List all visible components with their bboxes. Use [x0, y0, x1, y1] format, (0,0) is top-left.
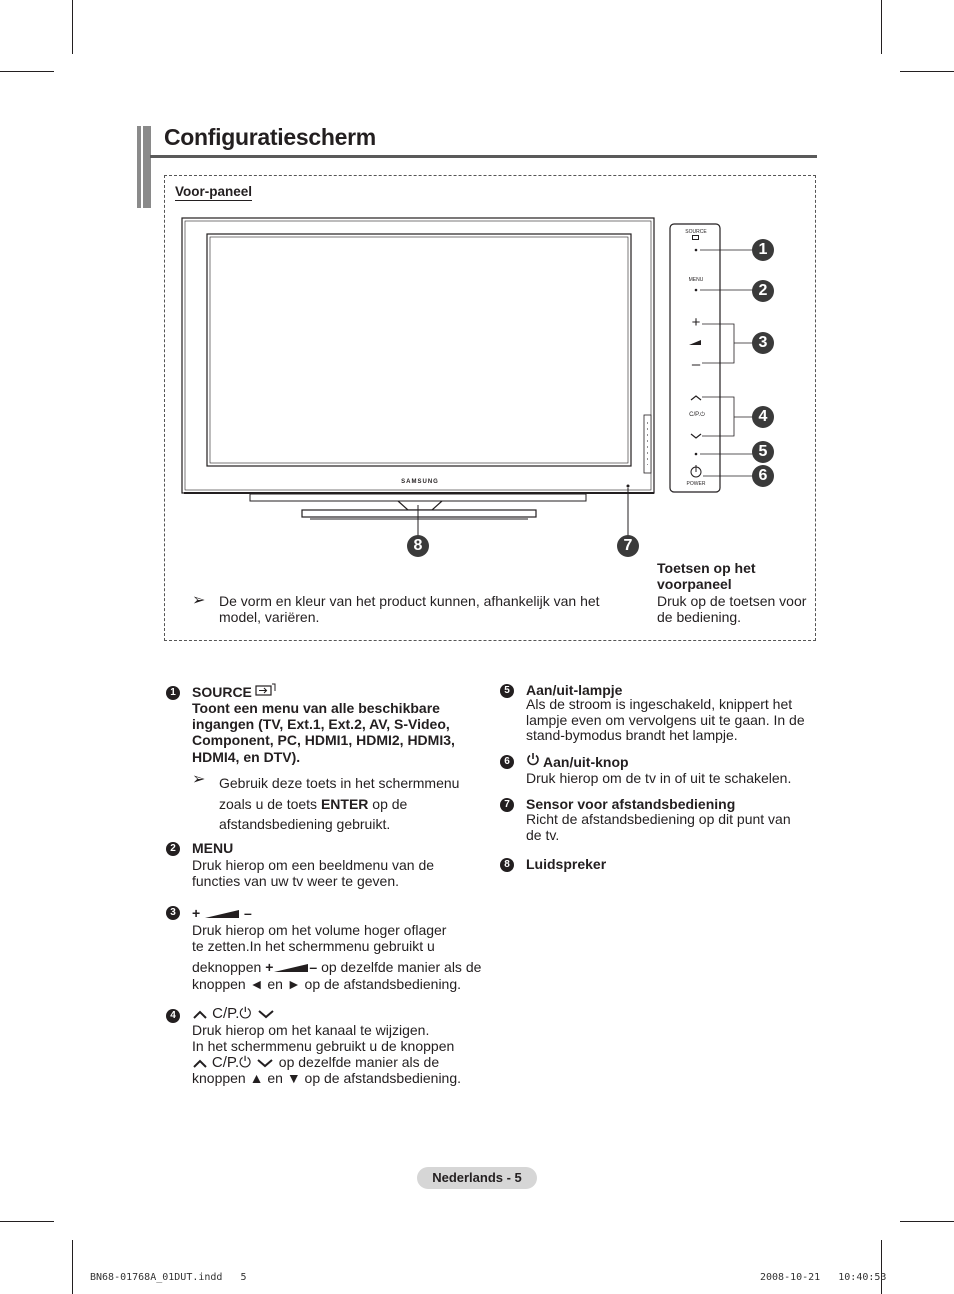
title-decoration — [137, 126, 151, 208]
item-heading: Sensor voor afstandsbediening — [526, 796, 736, 812]
item-heading: + – — [192, 905, 252, 921]
keys-title: Toetsen op het voorpaneel — [657, 560, 756, 592]
title-rule — [150, 155, 817, 158]
crop-mark — [900, 1221, 954, 1222]
channel-button-label: C/P.⏻ — [689, 412, 705, 418]
crop-mark — [0, 71, 54, 72]
item-number: 6 — [500, 755, 514, 769]
crop-mark — [881, 1240, 882, 1294]
item-number: 2 — [166, 842, 180, 856]
page-number: Nederlands - 5 — [417, 1167, 537, 1189]
callout-7: 7 — [617, 535, 639, 557]
crop-mark — [72, 0, 73, 54]
svg-text:+: + — [692, 314, 701, 331]
callout-3: 3 — [752, 332, 774, 354]
item-line: C/P.⏻ op dezelfde manier als de — [192, 1054, 439, 1071]
menu-button-label: MENU — [688, 277, 704, 283]
volume-icon — [205, 910, 240, 919]
item-description: Druk hierop om een beeldmenu van de func… — [192, 857, 435, 890]
crop-mark — [900, 71, 954, 72]
brand-logo: SAMSUNG — [401, 479, 439, 485]
callout-8: 8 — [407, 535, 429, 557]
channel-down-icon — [258, 1010, 275, 1019]
crop-mark — [72, 1240, 73, 1294]
item-tip: Gebruik deze toets in het schermmenu zoa… — [219, 775, 460, 832]
svg-text:–: – — [692, 356, 701, 373]
item-number: 1 — [166, 686, 180, 700]
item-heading: Aan/uit-knop — [543, 754, 629, 770]
tip-arrow: ➢ — [192, 771, 206, 788]
item-heading: Luidspreker — [526, 856, 607, 872]
item-line: In het schermmenu gebruikt u de knoppen — [192, 1038, 455, 1054]
item-number: 5 — [500, 684, 514, 698]
power-button-label: POWER — [686, 481, 706, 487]
channel-up-icon — [193, 1010, 207, 1019]
item-line: knoppen ▲ en ▼ op de afstandsbediening. — [192, 1070, 462, 1086]
callout-2: 2 — [752, 280, 774, 302]
item-number: 4 — [166, 1009, 180, 1023]
item-heading: Aan/uit-lampje — [526, 682, 623, 698]
crop-mark — [0, 1221, 54, 1222]
item-description: Druk hierop om de tv in of uit te schake… — [526, 770, 792, 786]
item-heading: SOURCE — [192, 684, 252, 700]
keys-text: Druk op de toetsen voor de bediening. — [657, 593, 807, 625]
item-number: 8 — [500, 858, 514, 872]
source-icon — [255, 683, 276, 696]
front-panel-heading: Voor-paneel — [175, 184, 253, 201]
item-description: Toont een menu van alle beschikbare inga… — [192, 700, 455, 765]
callout-4: 4 — [752, 406, 774, 428]
item-number: 7 — [500, 798, 514, 812]
item-line: Druk hierop om het volume hoger oflager — [192, 922, 447, 938]
item-line: knoppen ◄ en ► op de afstandsbediening. — [192, 976, 462, 992]
callout-5: 5 — [752, 441, 774, 463]
source-icon — [692, 235, 699, 240]
note-arrow: ➢ — [192, 592, 206, 609]
print-date: 2008-10-21 10:40:53 — [760, 1272, 887, 1283]
item-number: 3 — [166, 906, 180, 920]
crop-mark — [881, 0, 882, 54]
power-icon — [527, 753, 539, 766]
channel-up-icon — [193, 1059, 207, 1069]
file-info: BN68-01768A_01DUT.indd 5 — [90, 1272, 247, 1283]
item-line: te zetten.In het schermmenu gebruikt u — [192, 938, 435, 954]
item-description: Als de stroom is ingeschakeld, knippert … — [526, 696, 805, 743]
callout-1: 1 — [752, 239, 774, 261]
item-description: Richt de afstandsbediening op dit punt v… — [526, 811, 791, 843]
item-heading: C/P.⏻ — [192, 1005, 277, 1022]
item-heading: MENU — [192, 840, 234, 856]
model-note: De vorm en kleur van het product kunnen,… — [219, 593, 600, 625]
callout-6: 6 — [752, 465, 774, 487]
front-panel-box — [164, 175, 816, 641]
tv-illustration: + – — [181, 217, 754, 536]
item-line: Druk hierop om het kanaal te wijzigen. — [192, 1022, 430, 1038]
channel-down-icon — [257, 1059, 273, 1068]
source-button-label: SOURCE — [685, 229, 707, 235]
volume-icon — [274, 964, 309, 973]
page-title: Configuratiescherm — [164, 124, 376, 150]
item-line: deknoppen +– op dezelfde manier als de — [192, 959, 482, 975]
